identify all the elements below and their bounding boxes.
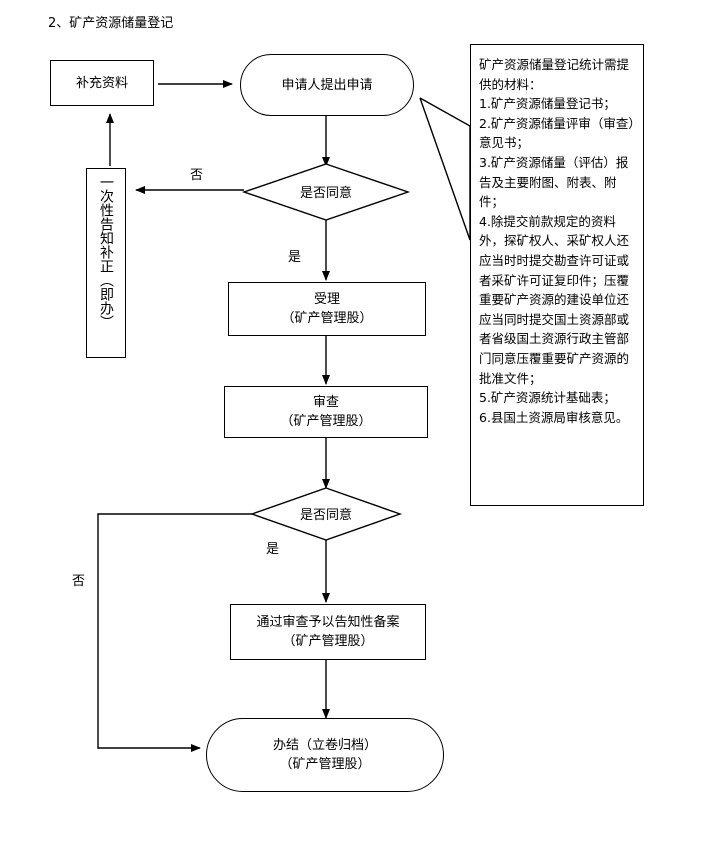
finish-node: 办结（立卷归档） （矿产管理股） [206, 718, 444, 792]
apply-label: 申请人提出申请 [281, 77, 373, 93]
arrow-agree2-no-to-finish [97, 513, 256, 752]
materials-item-2: 2.矿产资源储量评审（审查）意见书； [479, 115, 635, 151]
label-yes-2: 是 [266, 542, 280, 557]
supplement-box: 补充资料 [50, 60, 154, 106]
decision-agree1-shape [241, 163, 411, 221]
record-box: 通过审查予以告知性备案 （矿产管理股） [230, 604, 426, 660]
materials-note: 矿产资源储量登记统计需提供的材料： 1.矿产资源储量登记书； 2.矿产资源储量评… [470, 44, 644, 506]
review-box: 审查 （矿产管理股） [224, 386, 428, 438]
accept-box: 受理 （矿产管理股） [228, 282, 426, 336]
apply-node: 申请人提出申请 [240, 54, 414, 116]
notify-label: 一次性告知补正（即办） [98, 175, 114, 329]
materials-heading: 矿产资源储量登记统计需提供的材料： [479, 57, 630, 92]
materials-item-3: 3.矿产资源储量（评估）报告及主要附图、附表、附件； [479, 154, 629, 210]
label-yes-1: 是 [288, 250, 302, 265]
materials-item-5: 5.矿产资源统计基础表； [479, 390, 616, 406]
decision-agree2-label: 是否同意 [300, 507, 352, 523]
page-title: 2、矿产资源储量登记 [48, 16, 174, 31]
materials-item-6: 6.县国土资源局审核意见。 [479, 409, 629, 425]
notify-box: 一次性告知补正（即办） [86, 168, 126, 358]
decision-agree1-label: 是否同意 [300, 185, 352, 201]
record-line1: 通过审查予以告知性备案 [256, 615, 400, 630]
finish-line2: （矿产管理股） [279, 757, 371, 772]
accept-line1: 受理 [313, 292, 340, 307]
materials-item-4: 4.除提交前款规定的资料外，探矿权人、采矿权人还应当时时提交勘查许可证或者采矿许… [479, 213, 630, 386]
accept-line2: （矿产管理股） [281, 311, 373, 326]
label-no-2: 否 [72, 574, 86, 589]
review-line2: （矿产管理股） [280, 414, 372, 429]
finish-line1: 办结（立卷归档） [272, 738, 377, 753]
decision-agree2-shape [249, 487, 403, 541]
review-line1: 审查 [312, 395, 339, 410]
materials-item-1: 1.矿产资源储量登记书； [479, 96, 616, 112]
note-callout [419, 97, 471, 241]
label-no-1: 否 [190, 168, 204, 183]
supplement-label: 补充资料 [75, 75, 128, 91]
record-line2: （矿产管理股） [282, 634, 374, 649]
